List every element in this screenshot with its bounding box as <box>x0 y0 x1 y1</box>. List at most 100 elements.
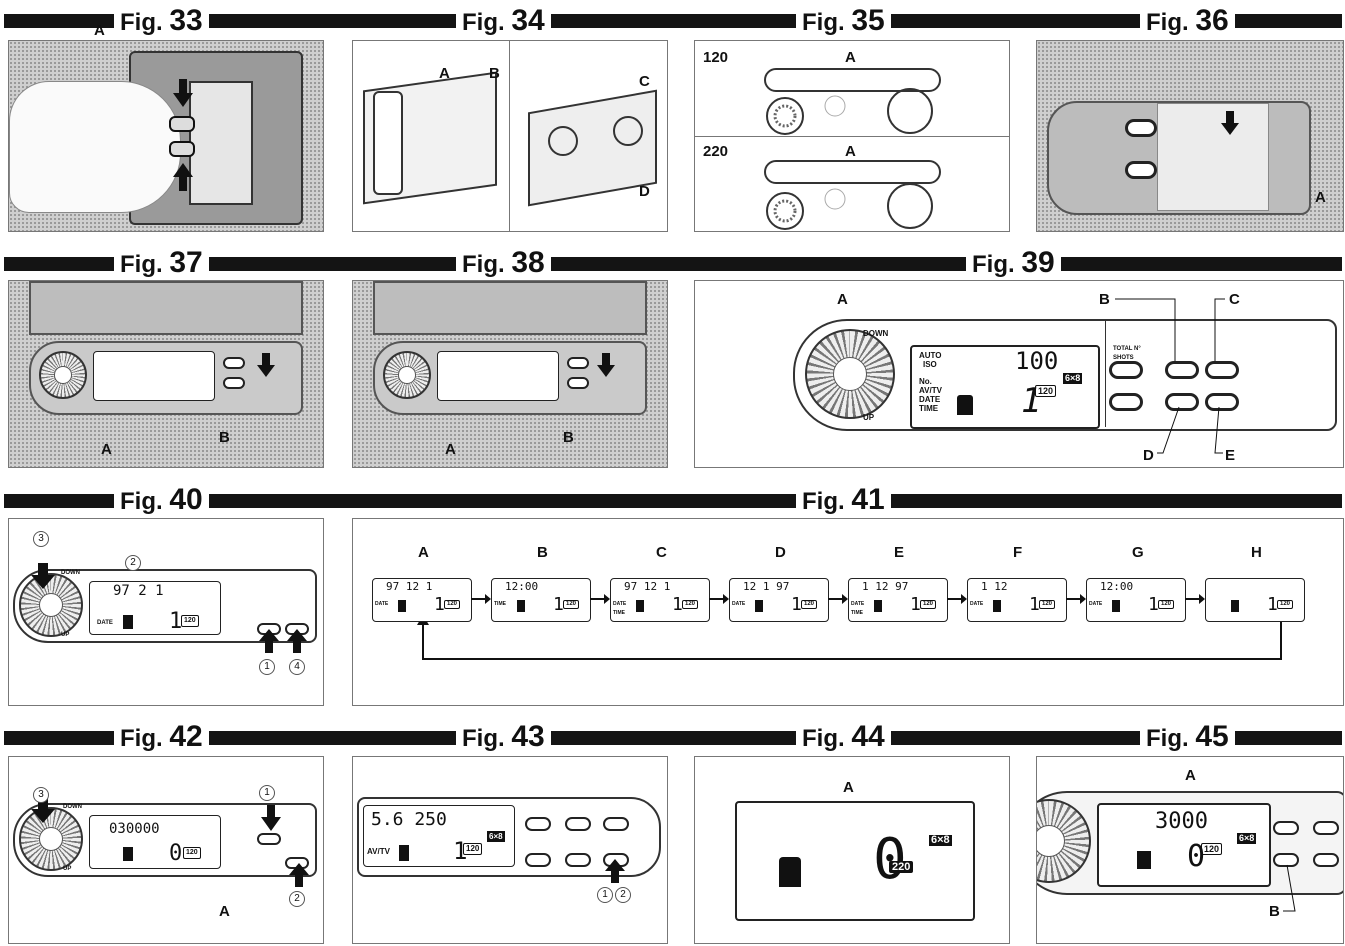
fig40-dial <box>19 573 83 637</box>
fig41-screen-label: B <box>537 544 548 561</box>
fig43-title: Fig. 43 <box>456 720 551 753</box>
fig34-label-c: C <box>639 73 650 90</box>
fig41-screen-label: C <box>656 544 667 561</box>
fig33-label-a-outer: A <box>94 22 105 39</box>
fig43-number: 43 <box>511 720 545 753</box>
step-2-marker: 2 <box>615 887 631 903</box>
fig39-lcd-time: TIME <box>919 404 939 413</box>
fig41-screen-side: DATE <box>375 601 389 607</box>
camera-top-illustration <box>29 281 303 335</box>
fig41-screen-value: 97 12 1 <box>386 580 433 593</box>
fig41-screen-frame: 1 <box>553 594 564 615</box>
fig45-button-total <box>1273 821 1299 835</box>
fig41-screen-side: DATE <box>970 601 984 607</box>
fig39-dial <box>805 329 895 419</box>
header-bar-row1 <box>4 14 1342 28</box>
fig45-lcd <box>1097 803 1271 887</box>
fig41-number: 41 <box>851 483 885 516</box>
fig45-format: 6×8 <box>1237 833 1257 844</box>
fig40-dial-down: DOWN <box>61 570 80 576</box>
fig36-prefix: Fig. <box>1146 9 1189 36</box>
arrow-down-icon <box>597 353 615 377</box>
arrow-right-icon <box>709 594 729 604</box>
fig41-screen-side: DATE <box>732 601 746 607</box>
arrow-up-icon <box>259 629 279 653</box>
fig41-screen-value: 97 12 1 <box>624 580 671 593</box>
fig39-format-badge: 6×8 <box>1063 373 1083 384</box>
fig38-prefix: Fig. <box>462 251 505 278</box>
fig39-button-e <box>1205 393 1239 411</box>
fig34-label-d: D <box>639 183 650 200</box>
fig44-number: 44 <box>851 720 885 753</box>
fig37-number: 37 <box>169 246 203 279</box>
fig37-label-b: B <box>219 429 230 446</box>
fig42-lcd <box>89 815 221 869</box>
fig38-number: 38 <box>511 246 545 279</box>
arrow-right-icon <box>828 594 848 604</box>
fig38-title: Fig. 38 <box>456 246 551 279</box>
fig45-prefix: Fig. <box>1146 725 1189 752</box>
fig38-lcd <box>437 351 559 401</box>
spool-left <box>548 126 578 156</box>
step-4-marker: 4 <box>289 659 305 675</box>
film-door-illustration <box>189 81 253 205</box>
fig41-screen-side: DATE <box>1089 601 1103 607</box>
fig38-dial <box>383 351 431 399</box>
camera-mode-icon <box>755 600 763 612</box>
arrow-right-icon <box>1185 594 1205 604</box>
fig45-label-b: B <box>1269 903 1280 920</box>
fig45-panel: A 3000 6×8 0 120 B <box>1036 756 1344 944</box>
fig45-button-frame <box>1313 821 1339 835</box>
fig35-label-a-bottom: A <box>845 143 856 160</box>
camera-mode-icon <box>874 600 882 612</box>
fig43-button-total <box>525 817 551 831</box>
fig43-film: 120 <box>463 843 483 855</box>
fig42-panel: DOWN UP 030000 0 120 3 1 2 A <box>8 756 324 944</box>
fig43-mode: AV/TV <box>367 847 390 856</box>
fig43-lcd-value: 5.6 250 <box>371 809 447 830</box>
fig39-button-d <box>1165 393 1199 411</box>
fig38-button-1 <box>567 357 589 369</box>
fig45-leader-line <box>1283 864 1296 912</box>
fig39-label-e: E <box>1225 447 1236 464</box>
spool-right <box>613 116 643 146</box>
fig39-film-tag: 120 <box>1035 385 1057 397</box>
fig36-number: 36 <box>1195 4 1229 37</box>
fig40-lcd <box>89 581 221 635</box>
step-1-marker: 1 <box>259 659 275 675</box>
fig39-lcd-no: No. <box>919 377 932 386</box>
fig39-panel: DOWN UP AUTO ISO No. AV/TV DATE TIME 100… <box>694 280 1344 468</box>
fig40-dial-up: UP <box>61 632 70 638</box>
fig44-panel: A 0 220 6×8 <box>694 756 1010 944</box>
camera-mode-icon <box>779 857 801 887</box>
fig36-panel: A <box>1036 40 1344 232</box>
fig35-prefix: Fig. <box>802 9 845 36</box>
camera-mode-icon <box>957 395 973 415</box>
fig44-lcd <box>735 801 975 921</box>
fig40-frame: 1 <box>169 609 183 634</box>
fig41-screen-lcd <box>1205 578 1305 622</box>
fig37-prefix: Fig. <box>120 251 163 278</box>
fig39-button-lock <box>1109 393 1143 411</box>
fig39-label-d: D <box>1143 447 1154 464</box>
fig38-panel: A B <box>352 280 668 468</box>
fig39-lcd-auto: AUTO <box>919 351 942 360</box>
camera-mode-icon <box>123 615 133 629</box>
fig35-divider <box>695 136 1009 137</box>
fig41-screen-film: 120 <box>563 600 580 609</box>
fig43-format: 6×8 <box>487 831 505 842</box>
fig38-button-2 <box>567 377 589 389</box>
fig39-lcd-avtv: AV/TV <box>919 386 942 395</box>
fig41-screen-label: G <box>1132 544 1144 561</box>
fig35-title: Fig. 35 <box>796 6 891 37</box>
fig44-format: 6×8 <box>929 834 952 846</box>
fig37-title: Fig. 37 <box>114 246 209 279</box>
fig43-button-c <box>603 817 629 831</box>
fig42-prefix: Fig. <box>120 725 163 752</box>
fig39-label-a: A <box>837 291 848 308</box>
fig42-dial-up: UP <box>63 866 72 872</box>
fig35-film2: 220 <box>703 143 729 160</box>
fig41-prefix: Fig. <box>802 488 845 515</box>
fig35-label-a-top: A <box>845 49 856 66</box>
fig45-button-lock <box>1273 853 1299 867</box>
